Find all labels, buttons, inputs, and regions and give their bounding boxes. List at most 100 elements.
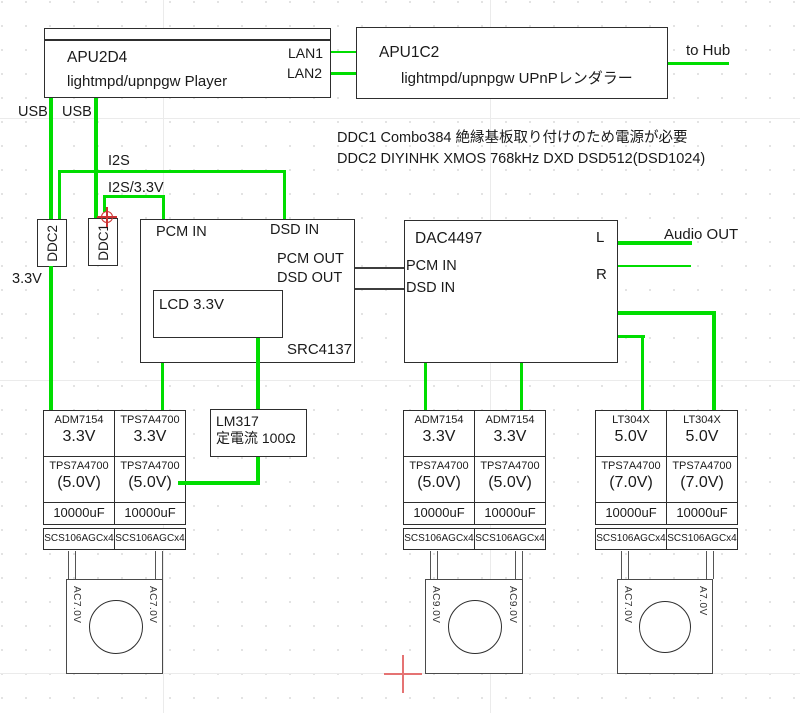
- fold-line-h2: [0, 380, 800, 381]
- ac-connector: [621, 551, 629, 579]
- wire-dac-right-b-h: [618, 335, 645, 338]
- rectifier-name: SCS106AGCx4: [43, 527, 115, 550]
- ac-connector: [515, 551, 523, 579]
- wire-dac-right-b-v: [641, 335, 644, 410]
- regulator-name: LT304X: [683, 414, 721, 426]
- regulator-voltage: (7.0V): [680, 474, 724, 492]
- wire-dac-down-2: [520, 363, 523, 410]
- wire-i2s33-h: [103, 195, 165, 198]
- transformer-coil-icon: [639, 601, 691, 653]
- apu2d4-subtitle: lightmpd/upnpgw Player: [67, 73, 228, 90]
- regulator-name: TPS7A4700: [601, 460, 661, 473]
- rectifier-name: SCS106AGCx4: [114, 527, 186, 550]
- transformer-voltage-right: AC7.0V: [147, 586, 158, 624]
- regulator-voltage: (7.0V): [609, 474, 653, 492]
- lcd-block[interactable]: [153, 290, 283, 338]
- capacitor-value: 10000uF: [43, 501, 115, 525]
- to-hub-label: to Hub: [686, 42, 731, 59]
- regulator-voltage: (5.0V): [57, 474, 101, 492]
- ddc2-block[interactable]: DDC2: [37, 219, 67, 267]
- note-ddc1: DDC1 Combo384 絶縁基板取り付けのため電源が必要: [337, 130, 688, 146]
- psu-right-col1[interactable]: LT304X 5.0V TPS7A4700(7.0V) 10000uF SCS10…: [595, 410, 667, 550]
- capacitor-value: 10000uF: [474, 501, 546, 525]
- wire-dac-right-a-v: [712, 311, 716, 410]
- usb-left-label: USB: [18, 104, 48, 120]
- regulator-name: TPS7A4700: [672, 460, 732, 473]
- capacitor-value: 10000uF: [595, 501, 667, 525]
- wire-dsd-out: [355, 288, 404, 290]
- i2s-33-label: I2S/3.3V: [108, 180, 164, 196]
- dac-l-label: L: [596, 229, 605, 246]
- wire-i2s-v-src: [283, 170, 286, 219]
- wire-i2s33-v-src: [162, 195, 165, 219]
- regulator-voltage: 3.3V: [133, 428, 167, 445]
- regulator-name: ADM7154: [54, 414, 104, 426]
- lan2-port-label: LAN2: [287, 65, 323, 81]
- rectifier-name: SCS106AGCx4: [474, 527, 546, 550]
- usb-right-label: USB: [62, 104, 92, 120]
- regulator-voltage: 3.3V: [493, 428, 527, 445]
- rectifier-name: SCS106AGCx4: [403, 527, 475, 550]
- regulator-voltage: (5.0V): [128, 474, 172, 492]
- wire-i2s33-v-ddc1: [103, 195, 106, 212]
- dac4497-block[interactable]: [404, 220, 618, 363]
- regulator-name: TPS7A4700: [120, 460, 180, 473]
- fold-line-h1: [0, 118, 800, 119]
- ddc2-label: DDC2: [44, 224, 60, 262]
- src-dsd-out-label: DSD OUT: [277, 270, 343, 286]
- wire-i2s-v-ddc2: [58, 170, 61, 219]
- regulator-voltage: (5.0V): [417, 474, 461, 492]
- wire-dac-right-a-h: [618, 311, 716, 315]
- transformer-right[interactable]: AC7.0V A7.0V: [617, 579, 713, 674]
- ac-connector: [155, 551, 163, 579]
- lm317-name: LM317: [216, 413, 259, 429]
- ddc1-label: DDC1: [95, 223, 111, 261]
- lm317-block[interactable]: LM317 定電流 100Ω: [210, 409, 307, 457]
- regulator-name: LT304X: [612, 414, 650, 426]
- regulator-name: TPS7A4700: [480, 460, 540, 473]
- ac-connector: [430, 551, 438, 579]
- transformer-left[interactable]: AC7.0V AC7.0V: [66, 579, 163, 674]
- wire-ddc2-down: [49, 266, 53, 410]
- src-name-label: SRC4137: [287, 341, 353, 358]
- transformer-coil-icon: [448, 600, 502, 654]
- wire-i2s-h: [58, 170, 286, 173]
- v33-label: 3.3V: [12, 271, 42, 287]
- capacitor-value: 10000uF: [114, 501, 186, 525]
- regulator-voltage: (5.0V): [488, 474, 532, 492]
- apu1c2-block[interactable]: [356, 27, 668, 99]
- lm317-desc: 定電流 100Ω: [216, 430, 296, 447]
- transformer-voltage-right: AC9.0V: [507, 586, 518, 624]
- regulator-name: TPS7A4700: [409, 460, 469, 473]
- src-pcm-in-label: PCM IN: [156, 224, 207, 240]
- i2s-label: I2S: [108, 153, 130, 169]
- ddc1-block[interactable]: DDC1: [88, 218, 118, 266]
- wire-pcm-out: [355, 267, 404, 269]
- psu-right-col2[interactable]: LT304X 5.0V TPS7A4700(7.0V) 10000uF SCS10…: [666, 410, 738, 550]
- wire-lan1: [331, 51, 356, 53]
- transformer-voltage-left: AC7.0V: [622, 586, 633, 624]
- transformer-voltage-left: AC7.0V: [71, 586, 82, 624]
- regulator-voltage: 5.0V: [614, 428, 648, 445]
- capacitor-value: 10000uF: [403, 501, 475, 525]
- wire-lcd-down: [256, 338, 260, 409]
- erc-marker-cross-h: [97, 216, 117, 218]
- src-dsd-in-label: DSD IN: [270, 222, 320, 238]
- lan1-port-label: LAN1: [288, 45, 324, 61]
- wire-usb1: [49, 98, 53, 219]
- wire-src-down: [161, 363, 164, 410]
- transformer-voltage-left: AC9.0V: [430, 586, 441, 624]
- regulator-voltage: 5.0V: [685, 428, 719, 445]
- regulator-voltage: 3.3V: [422, 428, 456, 445]
- apu1c2-title: APU1C2: [379, 44, 440, 61]
- rectifier-name: SCS106AGCx4: [595, 527, 667, 550]
- rectifier-name: SCS106AGCx4: [666, 527, 738, 550]
- lcd-label: LCD 3.3V: [159, 296, 225, 313]
- capacitor-value: 10000uF: [666, 501, 738, 525]
- transformer-middle[interactable]: AC9.0V AC9.0V: [425, 579, 523, 674]
- dac-r-label: R: [596, 266, 607, 283]
